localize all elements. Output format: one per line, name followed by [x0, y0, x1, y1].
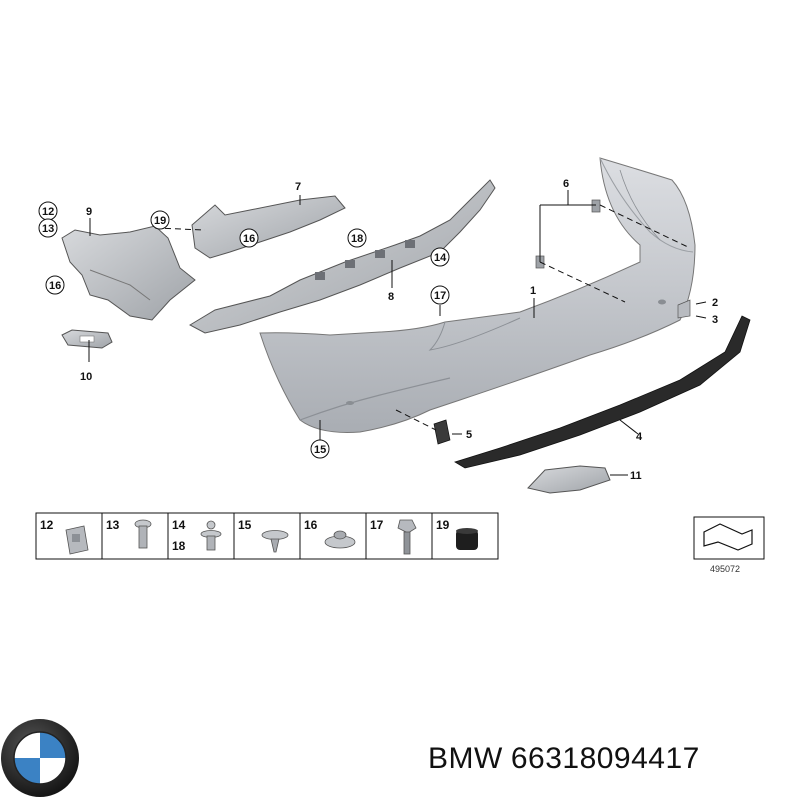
diagram-number: 495072	[710, 564, 740, 574]
plastic-rivet-icon	[261, 530, 289, 553]
trim-strip-4	[454, 315, 751, 469]
callout-8: 8	[388, 291, 394, 303]
bracket-7	[191, 195, 346, 259]
callout-16b: 16	[243, 233, 255, 245]
callout-16a: 16	[49, 280, 61, 292]
bracket-9	[61, 225, 196, 321]
hardware-legend: 12 13 14 18 15 16 17 19	[35, 512, 499, 560]
hardware-label-17: 17	[370, 518, 384, 532]
part-number: 66318094417	[510, 742, 700, 775]
hardware-label-19: 19	[436, 518, 450, 532]
covers-2-3	[677, 299, 691, 319]
circled-callouts	[38, 201, 450, 459]
callout-18: 18	[351, 233, 363, 245]
bmw-logo	[1, 719, 79, 797]
brand-name: BMW	[428, 742, 503, 775]
callout-11: 11	[630, 470, 642, 482]
hardware-label-13: 13	[106, 518, 120, 532]
callout-1: 1	[530, 285, 536, 297]
clip-nut-icon	[65, 525, 89, 555]
callout-15: 15	[314, 444, 326, 456]
rubber-buffer-icon	[456, 528, 478, 550]
callout-17: 17	[434, 290, 446, 302]
hardware-label-14: 14	[172, 518, 186, 532]
callout-7: 7	[295, 181, 301, 193]
diagram-reference: 495072	[693, 516, 765, 574]
hardware-label-16: 16	[304, 518, 318, 532]
callout-6: 6	[563, 178, 569, 190]
callout-19: 19	[154, 215, 166, 227]
callout-2: 2	[712, 297, 718, 309]
bracket-11	[527, 465, 611, 494]
hardware-label-12: 12	[40, 518, 54, 532]
callout-9: 9	[86, 206, 92, 218]
screw-icon-13	[134, 519, 152, 549]
carrier-bracket-8	[188, 179, 496, 334]
part-5	[433, 419, 451, 445]
clips-6	[535, 199, 601, 269]
callout-13: 13	[42, 223, 54, 235]
assembly-lines	[154, 204, 691, 431]
bracket-10	[61, 329, 113, 349]
callout-10: 10	[80, 371, 92, 383]
bumper-cover	[259, 157, 696, 433]
callout-3: 3	[712, 314, 718, 326]
expanding-rivet-icon	[200, 520, 222, 551]
callout-12: 12	[42, 206, 54, 218]
hex-bolt-icon	[397, 519, 417, 555]
callout-5: 5	[466, 429, 472, 441]
nut-washer-icon	[324, 530, 356, 549]
callout-14: 14	[434, 252, 447, 264]
callout-4: 4	[636, 431, 643, 443]
hardware-label-15: 15	[238, 518, 252, 532]
hardware-label-18: 18	[172, 539, 186, 553]
leader-lines	[88, 190, 707, 476]
